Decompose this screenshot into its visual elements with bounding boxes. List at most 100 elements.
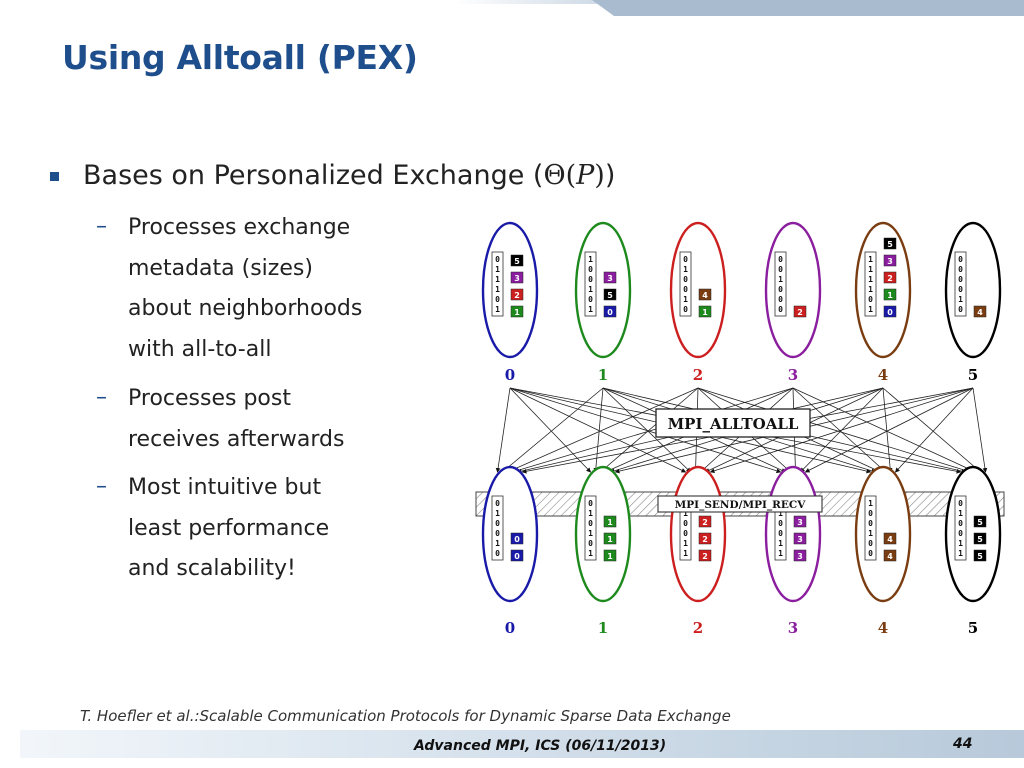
top-bit: 0	[958, 305, 963, 314]
top-msg-box-label: 0	[607, 308, 613, 317]
bottom-msg-box-label: 4	[887, 552, 893, 561]
bottom-msg-box-label: 1	[607, 518, 613, 527]
top-msg-box-label: 0	[887, 308, 893, 317]
top-bit: 1	[683, 295, 688, 304]
theta-close: )	[594, 160, 605, 191]
main-bullet-prefix: Bases on Personalized Exchange (	[83, 160, 544, 191]
top-msg-box	[973, 305, 987, 318]
top-bit: 0	[683, 305, 688, 314]
bottom-bit: 0	[683, 529, 688, 538]
alltoall-arrow	[882, 387, 893, 473]
top-msg-box-label: 4	[702, 291, 708, 300]
bottom-process-ellipse	[574, 465, 632, 603]
top-bit: 1	[868, 255, 873, 264]
bottom-bit: 0	[868, 549, 873, 558]
top-process-label: 4	[878, 366, 888, 384]
top-process-ellipse	[669, 221, 727, 359]
theta-expression: Θ(P)	[543, 160, 604, 191]
bottom-process-ellipse	[764, 465, 822, 603]
top-msg-box-label: 2	[514, 291, 520, 300]
top-bit: 0	[588, 275, 593, 284]
top-msg-box	[510, 305, 524, 318]
top-bit: 0	[683, 275, 688, 284]
alltoall-arrow	[697, 387, 972, 474]
bottom-msg-box-label: 2	[702, 552, 708, 561]
alltoall-arrow	[511, 387, 794, 474]
top-bit: 1	[495, 285, 500, 294]
top-msg-box-label: 1	[887, 291, 893, 300]
sub-bullet-dash-1: –	[96, 214, 107, 239]
bottom-msg-box	[793, 532, 807, 545]
bottom-process-label: 2	[693, 619, 703, 637]
bottom-msg-box	[603, 532, 617, 545]
top-msg-box-label: 3	[514, 274, 520, 283]
top-msg-box	[510, 254, 524, 267]
bottom-msg-box	[973, 532, 987, 545]
bottom-msg-box	[510, 549, 524, 562]
bottom-bit: 0	[495, 549, 500, 558]
top-bit: 1	[868, 265, 873, 274]
bottom-bit: 0	[868, 509, 873, 518]
bottom-bit: 0	[495, 519, 500, 528]
bottom-process-3: 010011333	[764, 465, 822, 603]
top-bit: 1	[868, 275, 873, 284]
footer-strip	[20, 730, 1024, 758]
bottom-bit: 1	[588, 509, 593, 518]
top-msg-box	[883, 305, 897, 318]
alltoall-arrow	[599, 387, 699, 473]
top-msg-box	[603, 305, 617, 318]
top-bit-column	[679, 251, 692, 317]
top-process-label: 5	[968, 366, 978, 384]
top-bit: 1	[683, 265, 688, 274]
alltoall-label: MPI_ALLTOALL	[668, 415, 799, 433]
main-bullet: Bases on Personalized Exchange (Θ(P))	[83, 160, 615, 191]
top-bit: 0	[958, 255, 963, 264]
sub-bullet-line: about neighborhoods	[128, 296, 363, 321]
bottom-bit: 1	[778, 509, 783, 518]
top-bit: 1	[778, 275, 783, 284]
header-accent-fade	[454, 0, 614, 4]
bottom-msg-box-label: 0	[514, 535, 520, 544]
sub-bullet-2: Processes post receives afterwards	[128, 379, 428, 460]
top-bit: 0	[868, 295, 873, 304]
bottom-msg-box-label: 5	[977, 518, 983, 527]
sub-bullet-line: Processes exchange	[128, 215, 351, 240]
top-msg-box-label: 1	[514, 308, 520, 317]
top-process-ellipse	[764, 221, 822, 359]
top-bit-column	[491, 251, 504, 317]
sub-bullet-dash-3: –	[96, 474, 107, 499]
top-msg-box	[510, 271, 524, 284]
bottom-process-ellipse	[944, 465, 1002, 603]
bottom-bit: 0	[588, 519, 593, 528]
bottom-msg-box	[793, 515, 807, 528]
bottom-msg-box-label: 1	[607, 535, 613, 544]
bottom-bit: 1	[778, 539, 783, 548]
top-msg-box-label: 5	[607, 291, 613, 300]
top-bit: 0	[778, 295, 783, 304]
bottom-msg-box	[793, 549, 807, 562]
top-msg-box-label: 2	[797, 308, 803, 317]
alltoall-arrow	[972, 387, 988, 473]
top-process-ellipse	[944, 221, 1002, 359]
bottom-process-ellipse	[669, 465, 727, 603]
bottom-bit: 0	[588, 539, 593, 548]
bottom-process-ellipse	[854, 465, 912, 603]
bottom-bit: 1	[495, 539, 500, 548]
top-process-ellipse	[854, 221, 912, 359]
bottom-msg-box	[883, 549, 897, 562]
bottom-msg-box-label: 3	[797, 518, 803, 527]
top-msg-box	[793, 305, 807, 318]
top-process-ellipse	[574, 221, 632, 359]
sub-bullet-line: Most intuitive but	[128, 475, 322, 500]
top-bit: 1	[868, 305, 873, 314]
top-msg-box	[698, 305, 712, 318]
bullet-square-icon	[50, 172, 59, 181]
top-bit: 0	[778, 305, 783, 314]
top-msg-box-label: 1	[702, 308, 708, 317]
citation: T. Hoefler et al.:Scalable Communication…	[80, 707, 731, 725]
bottom-process-label: 5	[968, 619, 978, 637]
sub-bullet-line: receives afterwards	[128, 426, 345, 452]
